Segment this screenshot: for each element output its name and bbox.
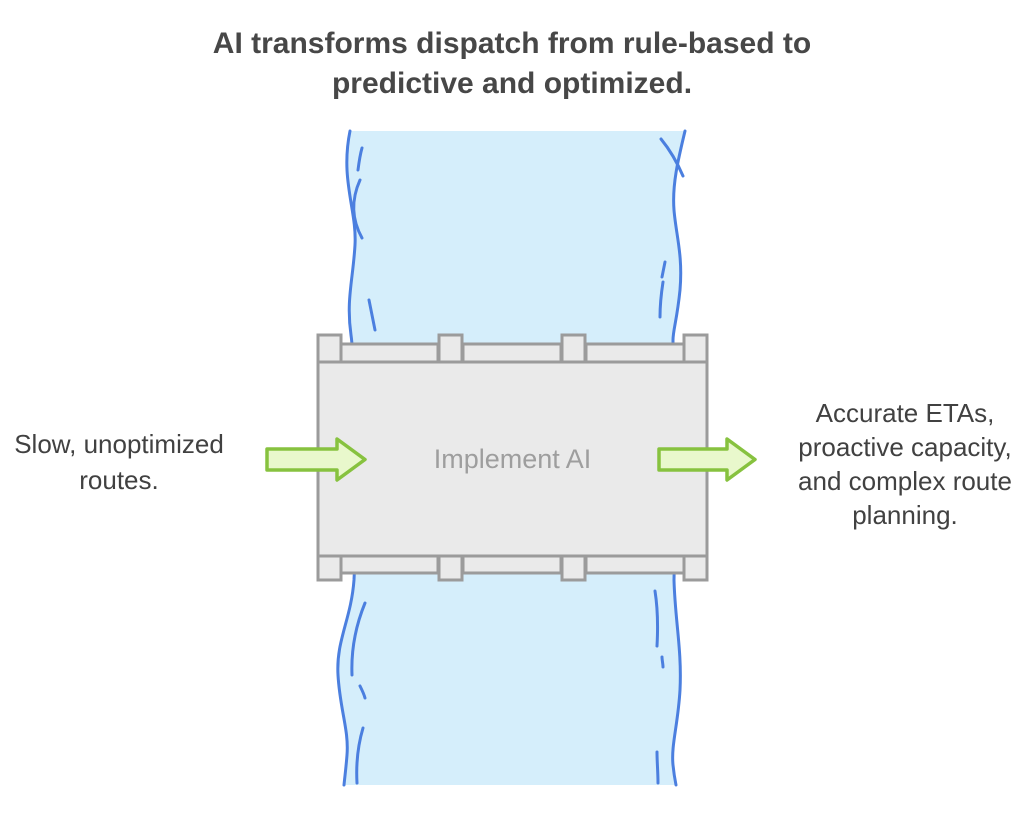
bridge-bottom-rail	[338, 554, 440, 575]
after-label: Accurate ETAs, proactive capacity, and c…	[775, 396, 1024, 532]
before-label: Slow, unoptimized routes.	[0, 426, 249, 498]
bridge-top-post	[682, 333, 709, 364]
bridge-bottom-rail	[461, 554, 563, 575]
after-label-line: planning.	[852, 500, 958, 530]
bridge-top-rail	[584, 342, 686, 364]
after-label-line: and complex route	[798, 466, 1012, 496]
river-current-lines	[350, 137, 685, 785]
flow-arrows	[265, 437, 757, 482]
before-label-line: Slow, unoptimized	[14, 429, 224, 459]
bridge-deck	[316, 360, 709, 558]
after-label-line: proactive capacity,	[798, 432, 1012, 462]
page-title-line: AI transforms dispatch from rule-based t…	[212, 27, 812, 60]
arrow-right-icon	[657, 437, 757, 482]
bridge-top-post	[316, 333, 343, 364]
bridge-top-rail	[461, 342, 563, 364]
bridge-top-rail	[338, 342, 440, 364]
bridge-top-post	[437, 333, 464, 364]
page-title-line: predictive and optimized.	[331, 67, 693, 100]
after-label-line: Accurate ETAs,	[815, 398, 995, 428]
bridge-bottom-post	[437, 554, 464, 582]
bridge-bottom-post	[682, 554, 709, 582]
page-title: AI transforms dispatch from rule-based t…	[0, 24, 1024, 104]
bridge-bottom-rail	[584, 554, 686, 575]
bridge-bottom-post	[316, 554, 343, 582]
arrow-right-icon	[265, 437, 367, 482]
bridge-top-post	[560, 333, 587, 364]
bridge	[316, 333, 709, 582]
bridge-bottom-post	[560, 554, 587, 582]
bridge-label: Implement AI	[433, 444, 592, 474]
before-label-line: routes.	[79, 465, 159, 495]
